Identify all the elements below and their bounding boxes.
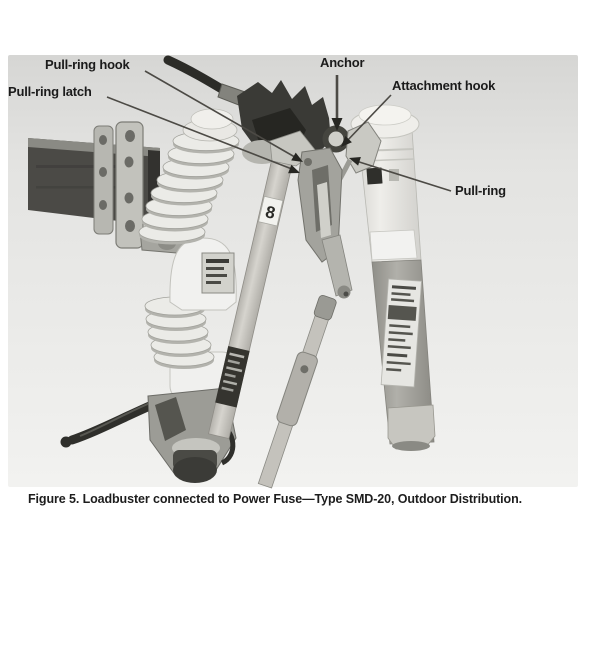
arrowhead-pull-ring-hook: [291, 152, 303, 162]
arrowhead-pull-ring-latch: [288, 164, 300, 174]
callout-leaders: [106, 70, 452, 192]
anchor-eye: [322, 125, 350, 153]
arrowhead-anchor: [331, 118, 343, 131]
figure-caption: Figure 5. Loadbuster connected to Power …: [28, 492, 522, 506]
pull-ring-hook-leader: [144, 70, 301, 161]
pull-ring-leader: [352, 159, 452, 192]
linkage-rod: [257, 295, 337, 489]
label-pull-ring-latch: Pull-ring latch: [8, 84, 92, 99]
pull-ring-latch-leader: [106, 96, 298, 172]
arrowhead-pull-ring: [349, 157, 361, 166]
attachment-hook-leader: [344, 94, 392, 144]
label-anchor: Anchor: [320, 55, 365, 70]
bottom-cable: [60, 400, 157, 448]
label-pull-ring-hook: Pull-ring hook: [45, 57, 130, 72]
power-fuse-tube: [350, 104, 436, 451]
label-pull-ring: Pull-ring: [455, 183, 506, 198]
arrowhead-attachment-hook: [341, 136, 352, 147]
pole-number-marking: 8: [264, 202, 278, 223]
loadbuster-pole: 8: [207, 141, 297, 440]
callout-arrowheads: [288, 118, 361, 174]
loadbuster-mechanism: [297, 147, 353, 299]
label-attachment-hook: Attachment hook: [392, 78, 496, 93]
